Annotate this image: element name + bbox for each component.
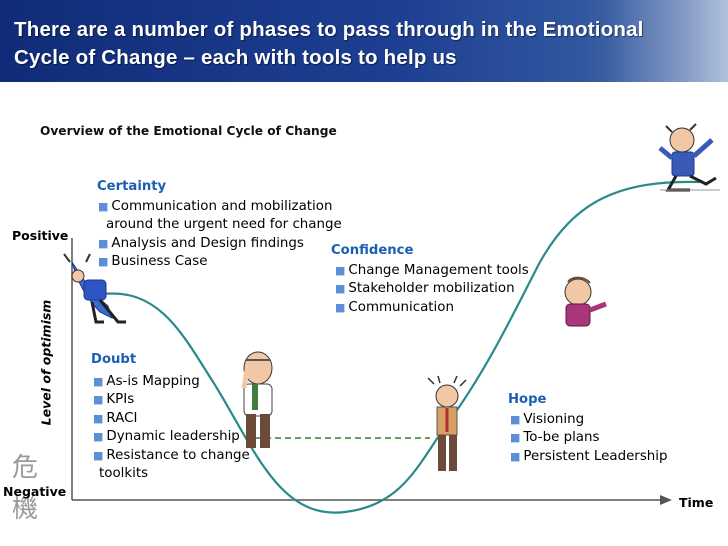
x-axis-label: Time <box>679 495 714 510</box>
bullet-icon: ■ <box>93 411 104 425</box>
list-item-text: As-is Mapping <box>106 374 200 389</box>
emotional-cycle-curve <box>102 180 701 514</box>
slide-title: There are a number of phases to pass thr… <box>14 18 644 69</box>
list-item-text: toolkits <box>99 466 149 482</box>
celebrating-person-icon <box>658 123 720 192</box>
list-item-text: Visioning <box>523 412 585 427</box>
bullet-icon: ■ <box>510 449 521 463</box>
bullet-icon: ■ <box>93 448 104 462</box>
list-item-text: Dynamic leadership <box>106 429 240 445</box>
worried-person-icon <box>241 351 273 448</box>
y-axis-positive-label: Positive <box>12 228 69 243</box>
list-item: ■As-is Mapping <box>93 373 250 391</box>
list-item-text: Stakeholder mobilization <box>348 281 515 297</box>
list-item: ■Resistance to change <box>93 447 250 465</box>
y-axis-title: Level of optimism <box>38 299 54 426</box>
bullet-icon: ■ <box>335 282 346 296</box>
list-item: ■Business Case <box>98 253 342 271</box>
bullet-icon: ■ <box>93 430 104 444</box>
list-item: ■Dynamic leadership <box>93 428 250 446</box>
list-item-text: Communication <box>348 299 454 315</box>
title-banner: There are a number of phases to pass thr… <box>0 0 728 82</box>
pointing-person-icon <box>564 276 607 327</box>
bullet-icon: ■ <box>98 255 109 269</box>
list-item: ■RACI <box>93 410 250 428</box>
bullet-icon: ■ <box>335 300 346 314</box>
bullet-icon: ■ <box>335 264 346 277</box>
list-item-text: KPIs <box>106 392 135 408</box>
relaxed-person-icon <box>63 253 126 324</box>
list-item-text: RACI <box>106 410 138 426</box>
list-item-text: To-be plans <box>523 430 600 446</box>
bullet-icon: ■ <box>510 431 521 445</box>
list-item: ■Stakeholder mobilization <box>335 280 529 298</box>
bullet-icon: ■ <box>98 236 109 250</box>
phase-title-hope: Hope <box>508 392 547 407</box>
watermark-glyph-danger: 危 <box>12 453 39 483</box>
list-item-text: Persistent Leadership <box>523 448 668 464</box>
x-axis-arrow-icon <box>660 495 672 505</box>
list-item-text: Analysis and Design findings <box>111 235 304 251</box>
bullet-icon: ■ <box>98 200 109 213</box>
phase-title-doubt: Doubt <box>91 352 137 367</box>
confidence-tool-list: ■Change Management tools ■Stakeholder mo… <box>335 262 529 317</box>
list-item: ■To-be plans <box>510 429 668 447</box>
list-item-text: Resistance to change <box>106 447 250 463</box>
list-item: ■Visioning <box>510 411 668 429</box>
list-item-continuation: toolkits <box>93 465 250 483</box>
phase-title-confidence: Confidence <box>331 243 414 258</box>
list-item-text: around the urgent need for change <box>106 217 342 233</box>
phase-title-certainty: Certainty <box>97 179 167 194</box>
list-item-text: Communication and mobilization <box>111 199 333 214</box>
bullet-icon: ■ <box>93 393 104 407</box>
list-item: ■Analysis and Design findings <box>98 235 342 253</box>
bullet-icon: ■ <box>93 375 104 388</box>
list-item: ■KPIs <box>93 391 250 409</box>
certainty-tool-list: ■Communication and mobilization around t… <box>98 198 342 272</box>
bullet-icon: ■ <box>510 413 521 426</box>
list-item: ■Communication <box>335 299 529 317</box>
diagram-subtitle: Overview of the Emotional Cycle of Chang… <box>40 124 337 138</box>
banner-decoration <box>608 0 728 82</box>
list-item: ■Change Management tools <box>335 262 529 280</box>
list-item: ■Persistent Leadership <box>510 448 668 466</box>
list-item-text: Business Case <box>111 254 208 270</box>
doubt-tool-list: ■As-is Mapping ■KPIs ■RACI ■Dynamic lead… <box>93 373 250 483</box>
list-item-text: Change Management tools <box>348 263 529 278</box>
hope-tool-list: ■Visioning ■To-be plans ■Persistent Lead… <box>510 411 668 466</box>
shocked-person-icon <box>427 375 467 471</box>
list-item-continuation: around the urgent need for change <box>98 216 342 234</box>
y-axis-negative-label: Negative <box>3 484 67 499</box>
watermark-glyph-opportunity: 機 <box>12 494 39 524</box>
list-item: ■Communication and mobilization <box>98 198 342 216</box>
